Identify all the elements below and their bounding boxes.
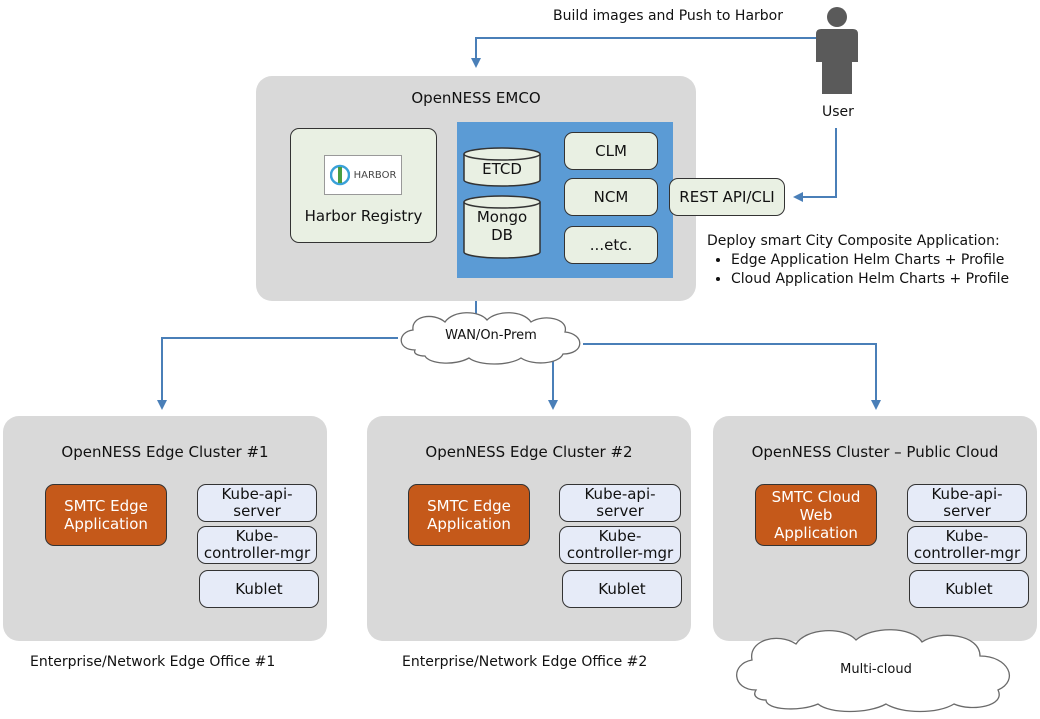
etcd-label: ETCD — [482, 160, 522, 178]
multi-cloud-icon — [736, 629, 1010, 713]
harbor-registry-label: Harbor Registry — [304, 207, 423, 225]
smtc-edge-app-box[interactable]: SMTC Edge Application — [45, 484, 167, 546]
deploy-list: Edge Application Helm Charts + Profile C… — [707, 251, 1033, 289]
mongo-label: Mongo DB — [476, 208, 528, 244]
arrow-wan-to-cluster1 — [157, 337, 398, 410]
smtc-cloud-web-app-box[interactable]: SMTC Cloud Web Application — [755, 484, 877, 546]
edge-cluster-1-panel: OpenNESS Edge Cluster #1 SMTC Edge Appli… — [3, 416, 327, 641]
emco-panel: OpenNESS EMCO HARBOR Harbor Registry ETC… — [256, 76, 696, 301]
arrow-user-to-rest — [793, 128, 837, 202]
deploy-notes: Deploy smart City Composite Application:… — [707, 232, 1033, 289]
kube-controller-mgr-box[interactable]: Kube-controller-mgr — [559, 526, 681, 564]
top-caption: Build images and Push to Harbor — [553, 8, 783, 24]
cluster-title: OpenNESS Cluster – Public Cloud — [751, 443, 999, 461]
cluster-title: OpenNESS Edge Cluster #1 — [61, 443, 269, 461]
etcd-database-icon — [463, 147, 541, 187]
kublet-box[interactable]: Kublet — [909, 570, 1029, 608]
harbor-logo-icon — [329, 164, 350, 186]
harbor-registry-box[interactable]: HARBOR Harbor Registry — [290, 128, 437, 243]
deploy-item: Cloud Application Helm Charts + Profile — [731, 270, 1033, 289]
kube-api-server-box[interactable]: Kube-api-server — [559, 484, 681, 522]
rest-api-box[interactable]: REST API/CLI — [669, 178, 785, 216]
kube-api-server-box[interactable]: Kube-api-server — [907, 484, 1027, 522]
mongo-database-icon — [463, 195, 541, 259]
kube-api-server-box[interactable]: Kube-api-server — [197, 484, 317, 522]
ncm-box[interactable]: NCM — [564, 178, 658, 216]
deploy-item: Edge Application Helm Charts + Profile — [731, 251, 1033, 270]
edge-office-2-caption: Enterprise/Network Edge Office #2 — [402, 654, 648, 670]
public-cloud-cluster-panel: OpenNESS Cluster – Public Cloud SMTC Clo… — [713, 416, 1037, 641]
clm-box[interactable]: CLM — [564, 132, 658, 170]
emco-title: OpenNESS EMCO — [411, 89, 541, 107]
arrow-wan-to-cluster3 — [583, 343, 881, 410]
kube-controller-mgr-box[interactable]: Kube-controller-mgr — [907, 526, 1027, 564]
user-icon — [816, 7, 858, 94]
harbor-logo: HARBOR — [324, 155, 402, 195]
kube-controller-mgr-box[interactable]: Kube-controller-mgr — [197, 526, 317, 564]
etc-box[interactable]: ...etc. — [564, 226, 658, 264]
user-label: User — [822, 104, 854, 120]
wan-cloud-icon — [400, 312, 581, 365]
multi-cloud-label: Multi-cloud — [840, 662, 912, 677]
smtc-edge-app-box[interactable]: SMTC Edge Application — [408, 484, 530, 546]
emco-services-panel: ETCD Mongo DB CLM NCM ...etc. — [457, 122, 673, 278]
harbor-logo-text: HARBOR — [353, 169, 397, 181]
cluster-title: OpenNESS Edge Cluster #2 — [425, 443, 633, 461]
wan-label: WAN/On-Prem — [445, 328, 537, 343]
kublet-box[interactable]: Kublet — [199, 570, 319, 608]
kublet-box[interactable]: Kublet — [562, 570, 682, 608]
edge-cluster-2-panel: OpenNESS Edge Cluster #2 SMTC Edge Appli… — [367, 416, 691, 641]
edge-office-1-caption: Enterprise/Network Edge Office #1 — [30, 654, 276, 670]
deploy-title: Deploy smart City Composite Application: — [707, 233, 1000, 249]
arrow-user-to-emco — [471, 37, 818, 68]
